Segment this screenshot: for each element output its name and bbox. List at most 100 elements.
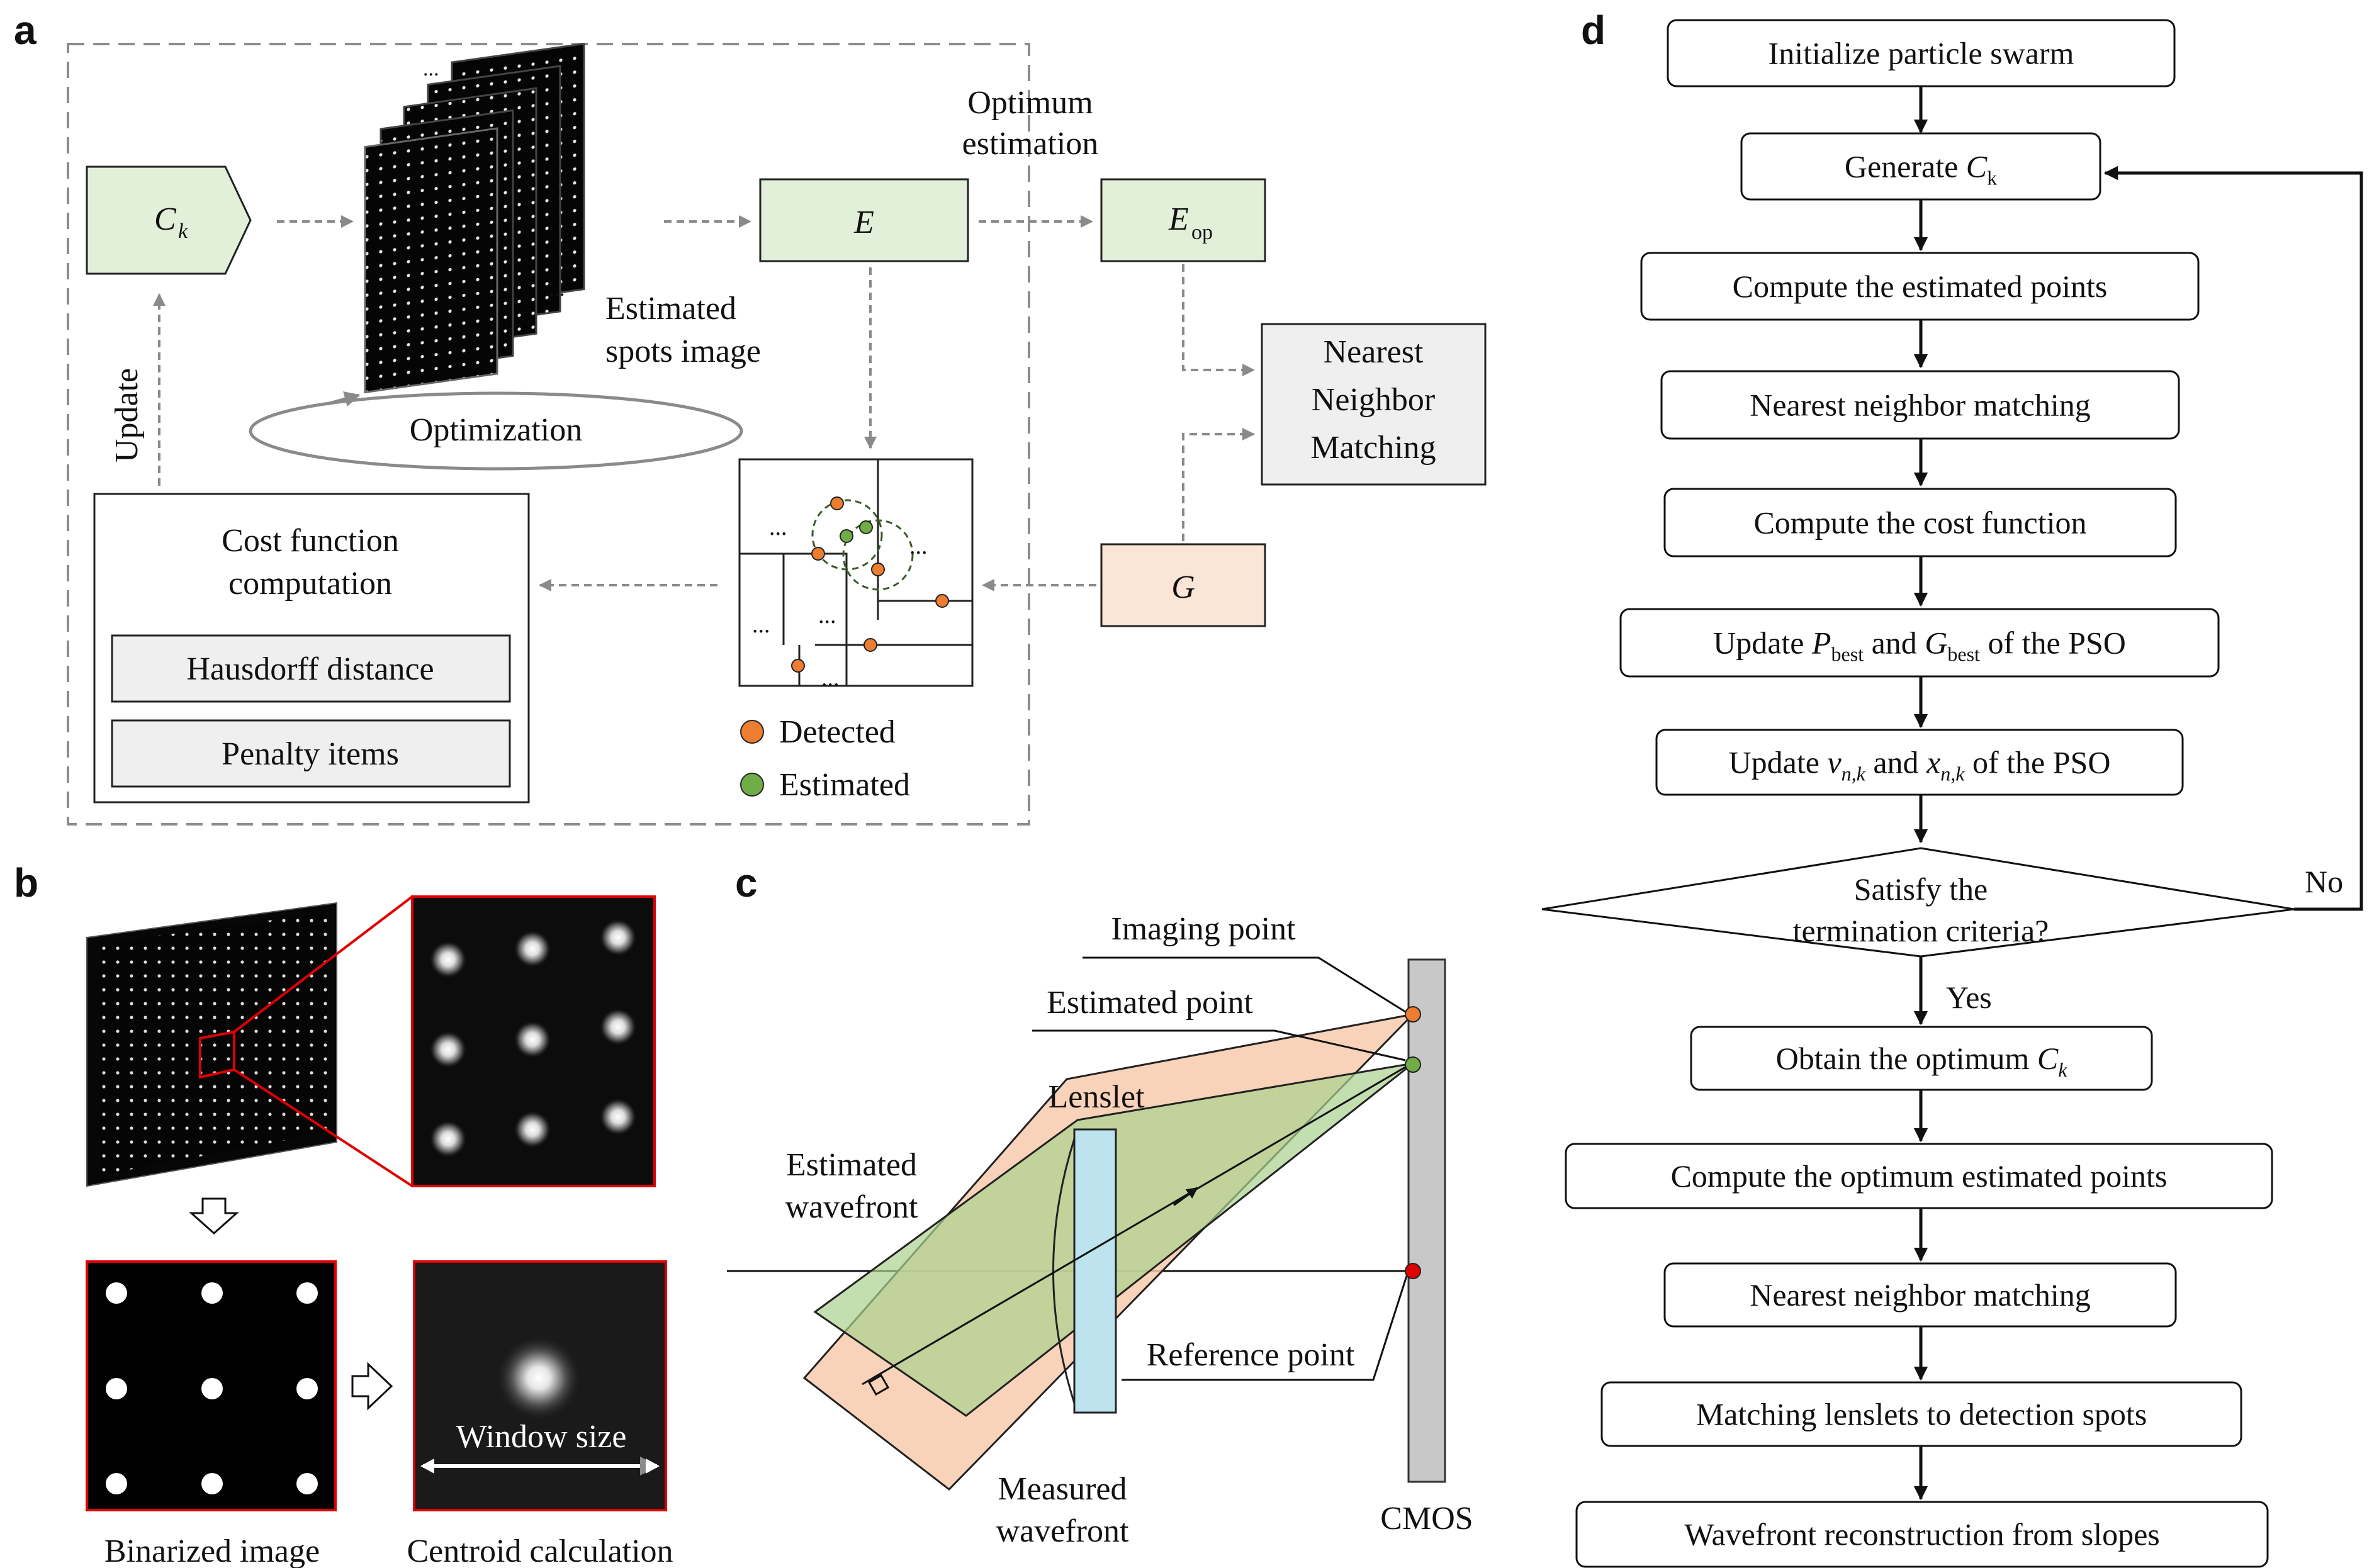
lenslet-label: Lenslet — [1048, 1079, 1145, 1115]
flowchart-step-box — [1619, 608, 2220, 678]
cost-title-2: computation — [228, 566, 392, 602]
eop-sub: op — [1191, 221, 1213, 244]
panel-a-flow-arrows — [153, 215, 1255, 591]
flowchart-step-label: Compute the estimated points — [1733, 269, 2108, 304]
eop-symbol: E — [1168, 201, 1189, 237]
zoomed-spots-image — [411, 895, 656, 1187]
estimated-point — [859, 520, 873, 534]
nnm-label-2: Neighbor — [1312, 382, 1435, 418]
imaging-point-label: Imaging point — [1111, 911, 1296, 947]
voronoi-ellipsis-3: ... — [752, 612, 770, 638]
flowchart-step-box — [1655, 729, 2184, 796]
stack-ellipsis-bottom: ... — [549, 277, 565, 301]
zoom-line-bottom — [233, 1068, 413, 1187]
penalty-box — [111, 719, 511, 788]
flowchart-step-box — [1667, 19, 2176, 87]
flowchart-step-box — [1740, 132, 2101, 201]
flowchart-step-box — [1565, 1143, 2273, 1209]
g-box — [1100, 543, 1266, 627]
update-label: Update — [109, 368, 145, 462]
cmos-label: CMOS — [1380, 1501, 1473, 1537]
hausdorff-label: Hausdorff distance — [186, 651, 434, 687]
flowchart-step-box — [1600, 1381, 2242, 1447]
binarized-image — [86, 1260, 337, 1511]
voronoi-ellipsis-2: ... — [909, 533, 928, 559]
lenslet — [1073, 1128, 1117, 1414]
detected-point — [871, 563, 885, 576]
centroid-image: Window size — [413, 1260, 667, 1511]
panel-c: c CMOS Imaging point Estimated point Len… — [727, 860, 1473, 1549]
e-box — [759, 178, 969, 262]
cmos-sensor — [1407, 958, 1446, 1483]
legend-detected-marker — [740, 720, 764, 744]
flowchart-step-box — [1640, 252, 2200, 321]
flowchart-step-box — [1575, 1501, 2269, 1568]
panel-d: d Satisfy the termination criteria? No Y… — [1541, 8, 2363, 1568]
optimization-label: Optimization — [410, 412, 582, 448]
right-hollow-arrow — [351, 1362, 393, 1411]
down-hollow-arrow — [189, 1197, 239, 1235]
flowchart-step-label: Update Pbest and Gbest of the PSO — [1713, 625, 2126, 666]
reference-point-marker — [1405, 1263, 1421, 1279]
estimated-point — [840, 529, 853, 543]
estimated-wavefront-label-2: wavefront — [785, 1189, 918, 1225]
reference-point-label: Reference point — [1147, 1337, 1355, 1373]
binarized-label: Binarized image — [104, 1533, 320, 1568]
panel-label-c: c — [735, 860, 758, 905]
voronoi-ellipsis-5: ... — [821, 665, 840, 692]
estimated-spots-label-1: Estimated — [605, 291, 736, 327]
panel-a-dashed-frame — [67, 43, 1030, 826]
penalty-label: Penalty items — [222, 736, 399, 772]
ck-symbol: C — [154, 201, 177, 237]
flowchart-step-box — [1663, 1262, 2177, 1328]
flowchart-step-box — [1660, 370, 2180, 440]
window-size-label: Window size — [456, 1419, 627, 1455]
decision-line-1: Satisfy the — [1854, 871, 1988, 907]
flowchart-arrows — [1913, 86, 2363, 1501]
optimum-estimation-label-2: estimation — [962, 126, 1099, 162]
flowchart-step-label: Wavefront reconstruction from slopes — [1684, 1517, 2159, 1552]
flowchart-step-label: Initialize particle swarm — [1769, 36, 2074, 71]
zoom-line-top — [233, 895, 413, 1033]
centroid-label: Centroid calculation — [407, 1533, 673, 1568]
estimated-spots-image-stack: ... ... — [364, 42, 585, 394]
panel-label-b: b — [14, 860, 38, 905]
no-label: No — [2305, 864, 2343, 899]
matching-voronoi-box: ... ... ... ... ... — [738, 458, 974, 692]
estimated-point-marker — [1405, 1056, 1421, 1073]
legend-estimated-marker — [740, 773, 764, 797]
detected-point — [935, 594, 949, 608]
imaging-point-marker — [1405, 1006, 1421, 1022]
right-angle-mark — [867, 1374, 890, 1396]
decision-line-2: termination criteria? — [1793, 913, 2049, 948]
flowchart-step-label: Nearest neighbor matching — [1750, 388, 2090, 423]
flowchart-step-label: Compute the optimum estimated points — [1671, 1158, 2168, 1194]
legend-estimated-label: Estimated — [779, 767, 910, 803]
flowchart-decision: Satisfy the termination criteria? — [1541, 847, 2295, 958]
optimization-loop-arrow — [327, 391, 361, 407]
estimated-point-label: Estimated point — [1047, 985, 1253, 1021]
flowchart-step-box — [1663, 488, 2177, 557]
nnm-label-1: Nearest — [1324, 334, 1424, 370]
ck-node: C k — [86, 165, 252, 275]
optimization-loop-ellipse — [249, 391, 743, 471]
lenslet-curve — [1052, 1138, 1076, 1404]
panel-b: b — [14, 860, 673, 1568]
panel-label-a: a — [14, 8, 37, 53]
estimated-point-leader — [1032, 1029, 1406, 1061]
estimated-wavefront-label-1: Estimated — [786, 1147, 917, 1183]
nnm-label-3: Matching — [1310, 430, 1436, 466]
detected-point — [863, 638, 877, 652]
estimated-spots-label-2: spots image — [605, 333, 761, 369]
panel-label-d: d — [1581, 8, 1606, 53]
ck-sub: k — [178, 220, 188, 243]
raw-spots-grid — [99, 912, 327, 1175]
measured-wavefront-label-1: Measured — [998, 1471, 1127, 1507]
voronoi-ellipsis-1: ... — [769, 514, 787, 540]
flowchart-step-label: Obtain the optimum Ck — [1776, 1041, 2068, 1081]
nnm-box — [1261, 323, 1487, 486]
stack-ellipsis-top: ... — [423, 57, 439, 81]
detected-point — [791, 659, 805, 673]
flowchart-step-label: Update vn,k and xn,k of the PSO — [1729, 745, 2111, 785]
